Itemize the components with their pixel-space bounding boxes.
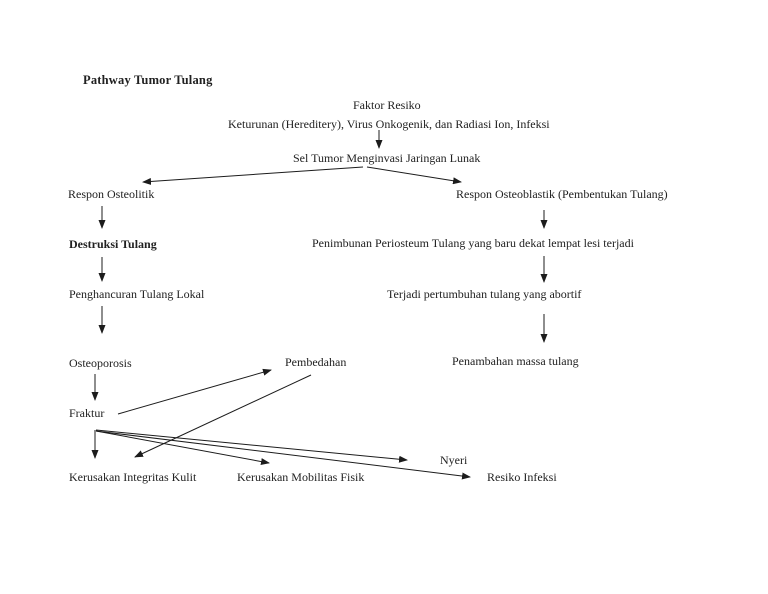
arrow-seltumor-to-osteolitik xyxy=(142,166,364,185)
node-pembedahan: Pembedahan xyxy=(285,355,347,369)
node-respon-osteolitik: Respon Osteolitik xyxy=(68,187,155,201)
arrow-fraktur-to-nyeri xyxy=(95,429,408,463)
node-penimbunan-periosteum: Penimbunan Periosteum Tulang yang baru d… xyxy=(312,236,634,250)
arrow-fraktur-to-pembedahan xyxy=(117,368,272,415)
node-faktor-resiko: Faktor Resiko xyxy=(353,98,421,112)
node-penghancuran-tulang-lokal: Penghancuran Tulang Lokal xyxy=(69,287,205,301)
node-keturunan: Keturunan (Hereditery), Virus Onkogenik,… xyxy=(228,117,550,131)
node-fraktur: Fraktur xyxy=(69,406,105,420)
node-terjadi-pertumbuhan: Terjadi pertumbuhan tulang yang abortif xyxy=(387,287,582,301)
arrow-fraktur-to-mobilitas xyxy=(95,430,270,465)
arrow-pembedahan-to-integritas xyxy=(134,374,312,458)
node-nyeri: Nyeri xyxy=(440,453,468,467)
arrow-fraktur-to-resiko xyxy=(95,430,471,480)
node-kerusakan-mobilitas-fisik: Kerusakan Mobilitas Fisik xyxy=(237,470,365,484)
node-destruksi-tulang: Destruksi Tulang xyxy=(69,237,157,251)
node-osteoporosis: Osteoporosis xyxy=(69,356,132,370)
node-kerusakan-integritas-kulit: Kerusakan Integritas Kulit xyxy=(69,470,197,484)
node-sel-tumor: Sel Tumor Menginvasi Jaringan Lunak xyxy=(293,151,481,165)
node-resiko-infeksi: Resiko Infeksi xyxy=(487,470,557,484)
arrow-seltumor-to-osteoblastik xyxy=(366,166,462,185)
page-title: Pathway Tumor Tulang xyxy=(83,73,213,87)
node-penambahan-massa-tulang: Penambahan massa tulang xyxy=(452,354,579,368)
node-respon-osteoblastik: Respon Osteoblastik (Pembentukan Tulang) xyxy=(456,187,668,201)
